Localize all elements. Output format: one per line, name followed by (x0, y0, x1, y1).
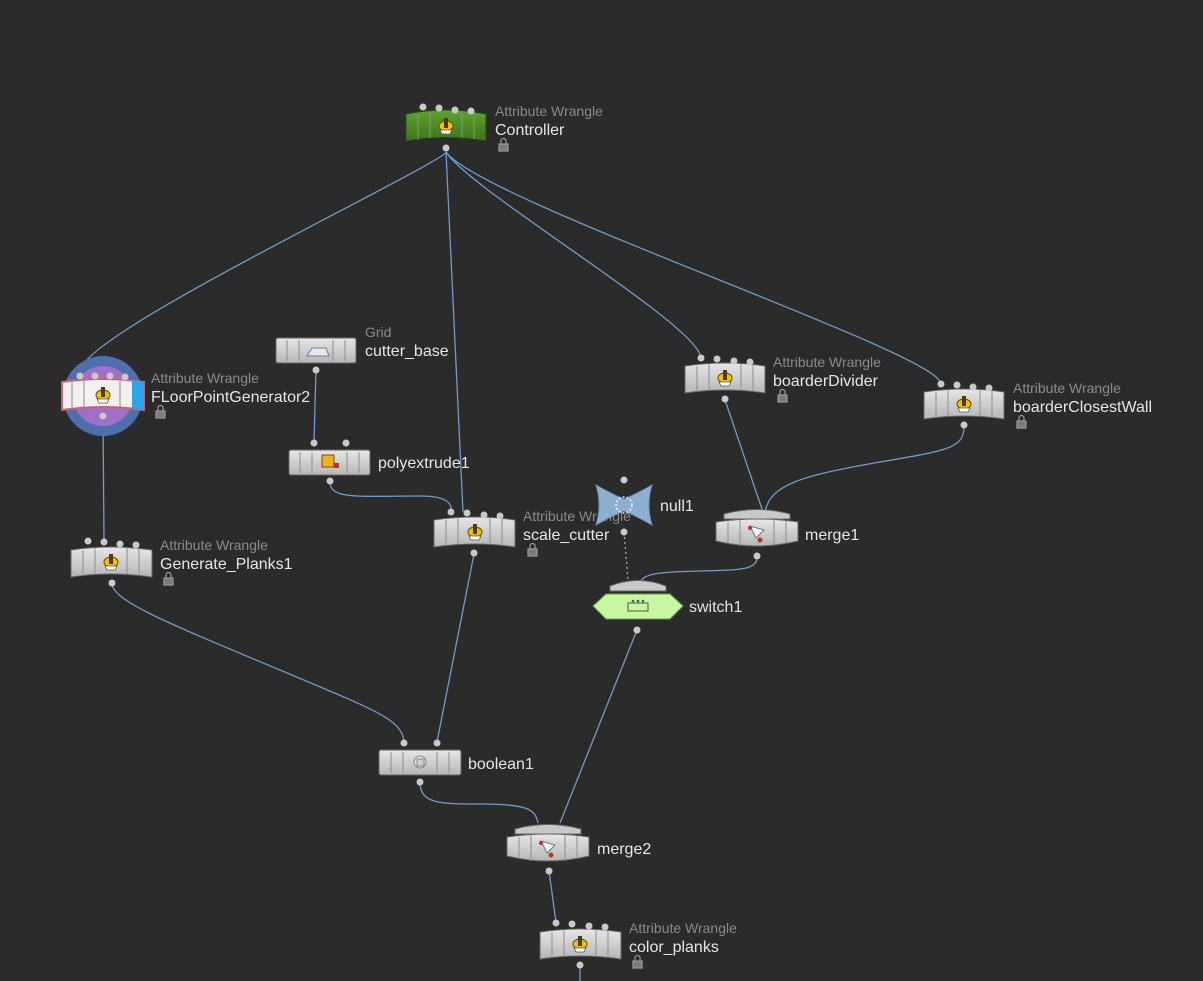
merge-icon (539, 840, 556, 858)
node-name-label: boarderClosestWall (1013, 399, 1152, 416)
node-type-label: Attribute Wrangle (629, 920, 737, 936)
node-boarderclosestwall[interactable]: Attribute Wrangle boarderClosestWall (923, 380, 1152, 429)
node-name-label: boolean1 (468, 756, 534, 773)
node-floorpointgenerator2[interactable]: Attribute Wrangle FLoorPointGenerator2 (61, 356, 310, 436)
node-generate-planks1[interactable]: Attribute Wrangle Generate_Planks1 (70, 537, 293, 587)
node-type-label: Attribute Wrangle (1013, 380, 1121, 396)
node-name-label: merge1 (805, 527, 859, 544)
null-icon (615, 496, 633, 514)
node-type-label: Attribute Wrangle (160, 537, 268, 553)
node-color-planks[interactable]: Attribute Wrangle color_planks (539, 919, 737, 969)
node-switch1[interactable]: switch1 (592, 580, 742, 634)
node-name-label: boarderDivider (773, 373, 879, 390)
node-name-label: Generate_Planks1 (160, 556, 293, 573)
display-flag[interactable] (132, 380, 144, 410)
lock-icon (632, 954, 643, 969)
polyextrude-icon (321, 454, 339, 468)
node-name-label: FLoorPointGenerator2 (151, 389, 310, 406)
lock-icon (155, 404, 166, 419)
node-name-label: color_planks (629, 939, 719, 956)
node-boolean1[interactable]: boolean1 (378, 739, 534, 786)
node-name-label: null1 (660, 498, 694, 515)
node-merge2[interactable]: merge2 (506, 824, 651, 875)
lock-icon (777, 388, 788, 403)
node-cutter-base[interactable]: Grid cutter_base (275, 324, 449, 374)
grid-icon (306, 347, 330, 357)
lock-icon (498, 137, 509, 152)
node-null1[interactable]: null1 (595, 476, 694, 536)
lock-icon (1016, 414, 1027, 429)
lock-icon (527, 542, 538, 557)
node-name-label: Controller (495, 122, 565, 139)
node-name-label: cutter_base (365, 343, 449, 360)
node-type-label: Attribute Wrangle (773, 354, 881, 370)
node-type-label: Grid (365, 324, 391, 340)
node-name-label: switch1 (689, 599, 742, 616)
node-polyextrude1[interactable]: polyextrude1 (288, 439, 470, 485)
node-name-label: scale_cutter (523, 527, 610, 544)
node-controller[interactable]: Attribute Wrangle Controller (405, 103, 603, 152)
switch-icon (627, 599, 649, 612)
merge-icon (748, 525, 765, 543)
node-name-label: polyextrude1 (378, 455, 470, 472)
node-name-label: merge2 (597, 841, 651, 858)
node-merge1[interactable]: merge1 (715, 509, 859, 560)
connection-wires (81, 151, 965, 981)
node-type-label: Attribute Wrangle (151, 370, 259, 386)
lock-icon (163, 571, 174, 586)
node-boarderdivider[interactable]: Attribute Wrangle boarderDivider (684, 354, 881, 403)
node-type-label: Attribute Wrangle (495, 103, 603, 119)
boolean-icon (413, 755, 427, 769)
